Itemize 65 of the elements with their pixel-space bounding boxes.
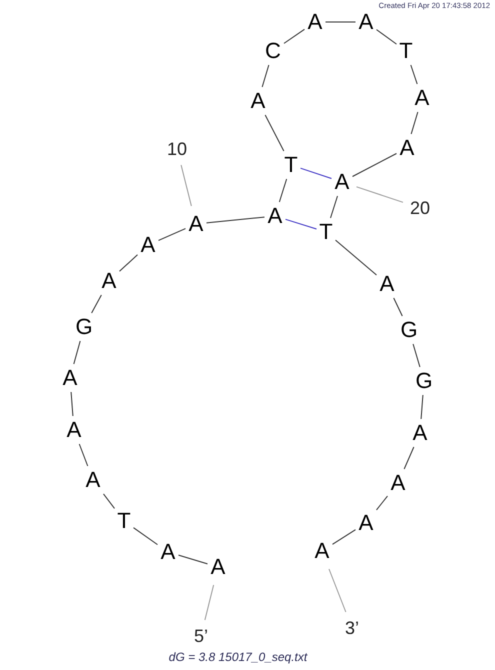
base-letter: T: [319, 221, 333, 243]
base-letter: A: [314, 540, 330, 562]
backbone-line: [91, 294, 102, 314]
backbone-line: [404, 446, 414, 470]
backbone-line: [412, 344, 420, 368]
base-letter: A: [66, 419, 82, 441]
base-letter: A: [268, 205, 282, 227]
position-label: 3’: [345, 619, 359, 637]
backbone-line: [410, 64, 418, 84]
base-letter: A: [102, 270, 116, 292]
base-letter: T: [284, 154, 298, 176]
base-letter: A: [358, 11, 374, 33]
base-letter: A: [86, 469, 100, 491]
backbone-line: [206, 216, 265, 224]
backbone-line: [284, 28, 305, 44]
base-letter: A: [390, 472, 406, 494]
backbone-line: [376, 496, 388, 510]
base-letter: T: [399, 40, 413, 62]
backbone-line: [393, 298, 403, 316]
backbone-line: [78, 444, 88, 466]
backbone-line: [420, 394, 424, 420]
leader-line: [204, 584, 214, 620]
backbone-line: [330, 196, 338, 218]
base-letter: G: [400, 319, 418, 341]
position-label: 5’: [194, 627, 208, 645]
backbone-line: [352, 153, 397, 177]
base-letter: A: [358, 512, 374, 534]
base-letter: A: [188, 213, 204, 235]
backbone-line: [103, 493, 115, 509]
backbone-line: [264, 114, 284, 152]
base-letter: A: [400, 137, 414, 159]
backbone-line: [158, 228, 186, 241]
base-pair-line: [300, 168, 332, 179]
base-letter: A: [250, 90, 266, 112]
position-label: 10: [166, 140, 188, 158]
leader-line: [180, 164, 192, 206]
backbone-line: [119, 254, 138, 272]
backbone-line: [133, 527, 158, 546]
base-letter: A: [414, 87, 430, 109]
base-letter: G: [75, 316, 93, 338]
backbone-line: [410, 112, 418, 134]
backbone-line: [73, 340, 81, 364]
backbone-line: [178, 554, 208, 564]
base-letter: A: [160, 541, 176, 563]
base-letter: C: [265, 40, 281, 62]
backbone-line: [262, 64, 270, 88]
base-letter: A: [62, 367, 78, 389]
base-letter: G: [415, 370, 433, 392]
base-letter: A: [210, 556, 226, 578]
base-letter: A: [334, 171, 350, 193]
position-label: 20: [410, 199, 430, 217]
leader-line: [328, 568, 346, 612]
leader-line: [356, 186, 404, 203]
base-letter: A: [412, 422, 428, 444]
caption: dG = 3.8 15017_0_seq.txt: [168, 651, 308, 664]
base-letter: T: [117, 510, 131, 532]
base-letter: A: [308, 11, 322, 33]
base-pair-line: [285, 218, 317, 230]
base-letter: A: [140, 234, 156, 256]
backbone-line: [70, 392, 74, 416]
backbone-line: [376, 29, 397, 45]
backbone-line: [332, 529, 356, 545]
backbone-line: [278, 178, 288, 202]
base-letter: A: [380, 273, 394, 295]
backbone-line: [335, 240, 377, 276]
